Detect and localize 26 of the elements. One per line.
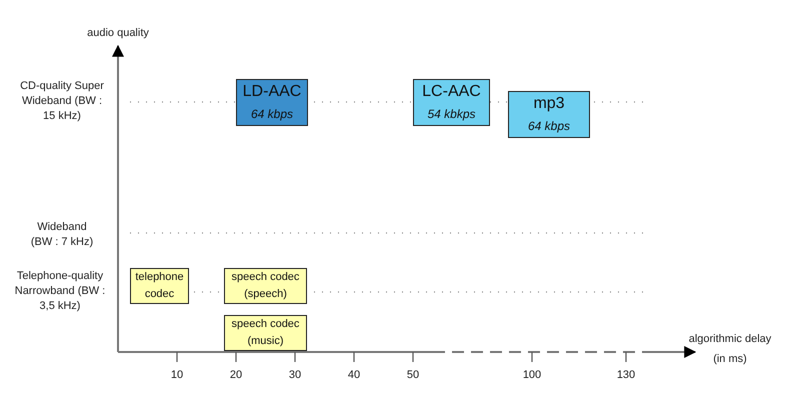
codec-name: speech codec (speech)	[230, 270, 300, 302]
codec-box	[508, 91, 590, 138]
codec-name: LD-AAC	[242, 82, 302, 102]
tick-label: 30	[288, 368, 302, 383]
tick-label: 100	[522, 368, 542, 383]
quality-level-label: CD-quality Super Wideband (BW : 15 kHz)	[19, 79, 105, 124]
codec-box	[413, 79, 490, 126]
codec-name: mp3	[533, 94, 565, 114]
codec-name: telephone codec	[134, 270, 185, 302]
codec-box	[224, 268, 307, 304]
axis-title: algorithmic delay (in ms)	[688, 332, 772, 367]
axis-title: audio quality	[86, 26, 150, 41]
quality-level-label: Wideband (BW : 7 kHz)	[30, 220, 94, 250]
tick-label: 40	[346, 368, 362, 383]
quality-level-label: Telephone-quality Narrowband (BW : 3,5 kHz)	[14, 269, 106, 314]
tick-label: 10	[170, 368, 184, 383]
tick-label: 50	[406, 368, 420, 383]
codec-box	[236, 79, 308, 126]
codec-name: speech codec (music)	[230, 317, 300, 349]
codec-name: LC-AAC	[422, 82, 481, 102]
bitrate-text: 54 kbkps	[427, 106, 476, 122]
bitrate-text: 64 kbps	[250, 106, 294, 122]
codec-box	[224, 315, 307, 351]
tick-label: 20	[228, 368, 244, 383]
tick-label: 130	[616, 368, 636, 383]
bitrate-text: 64 kbps	[528, 118, 570, 134]
